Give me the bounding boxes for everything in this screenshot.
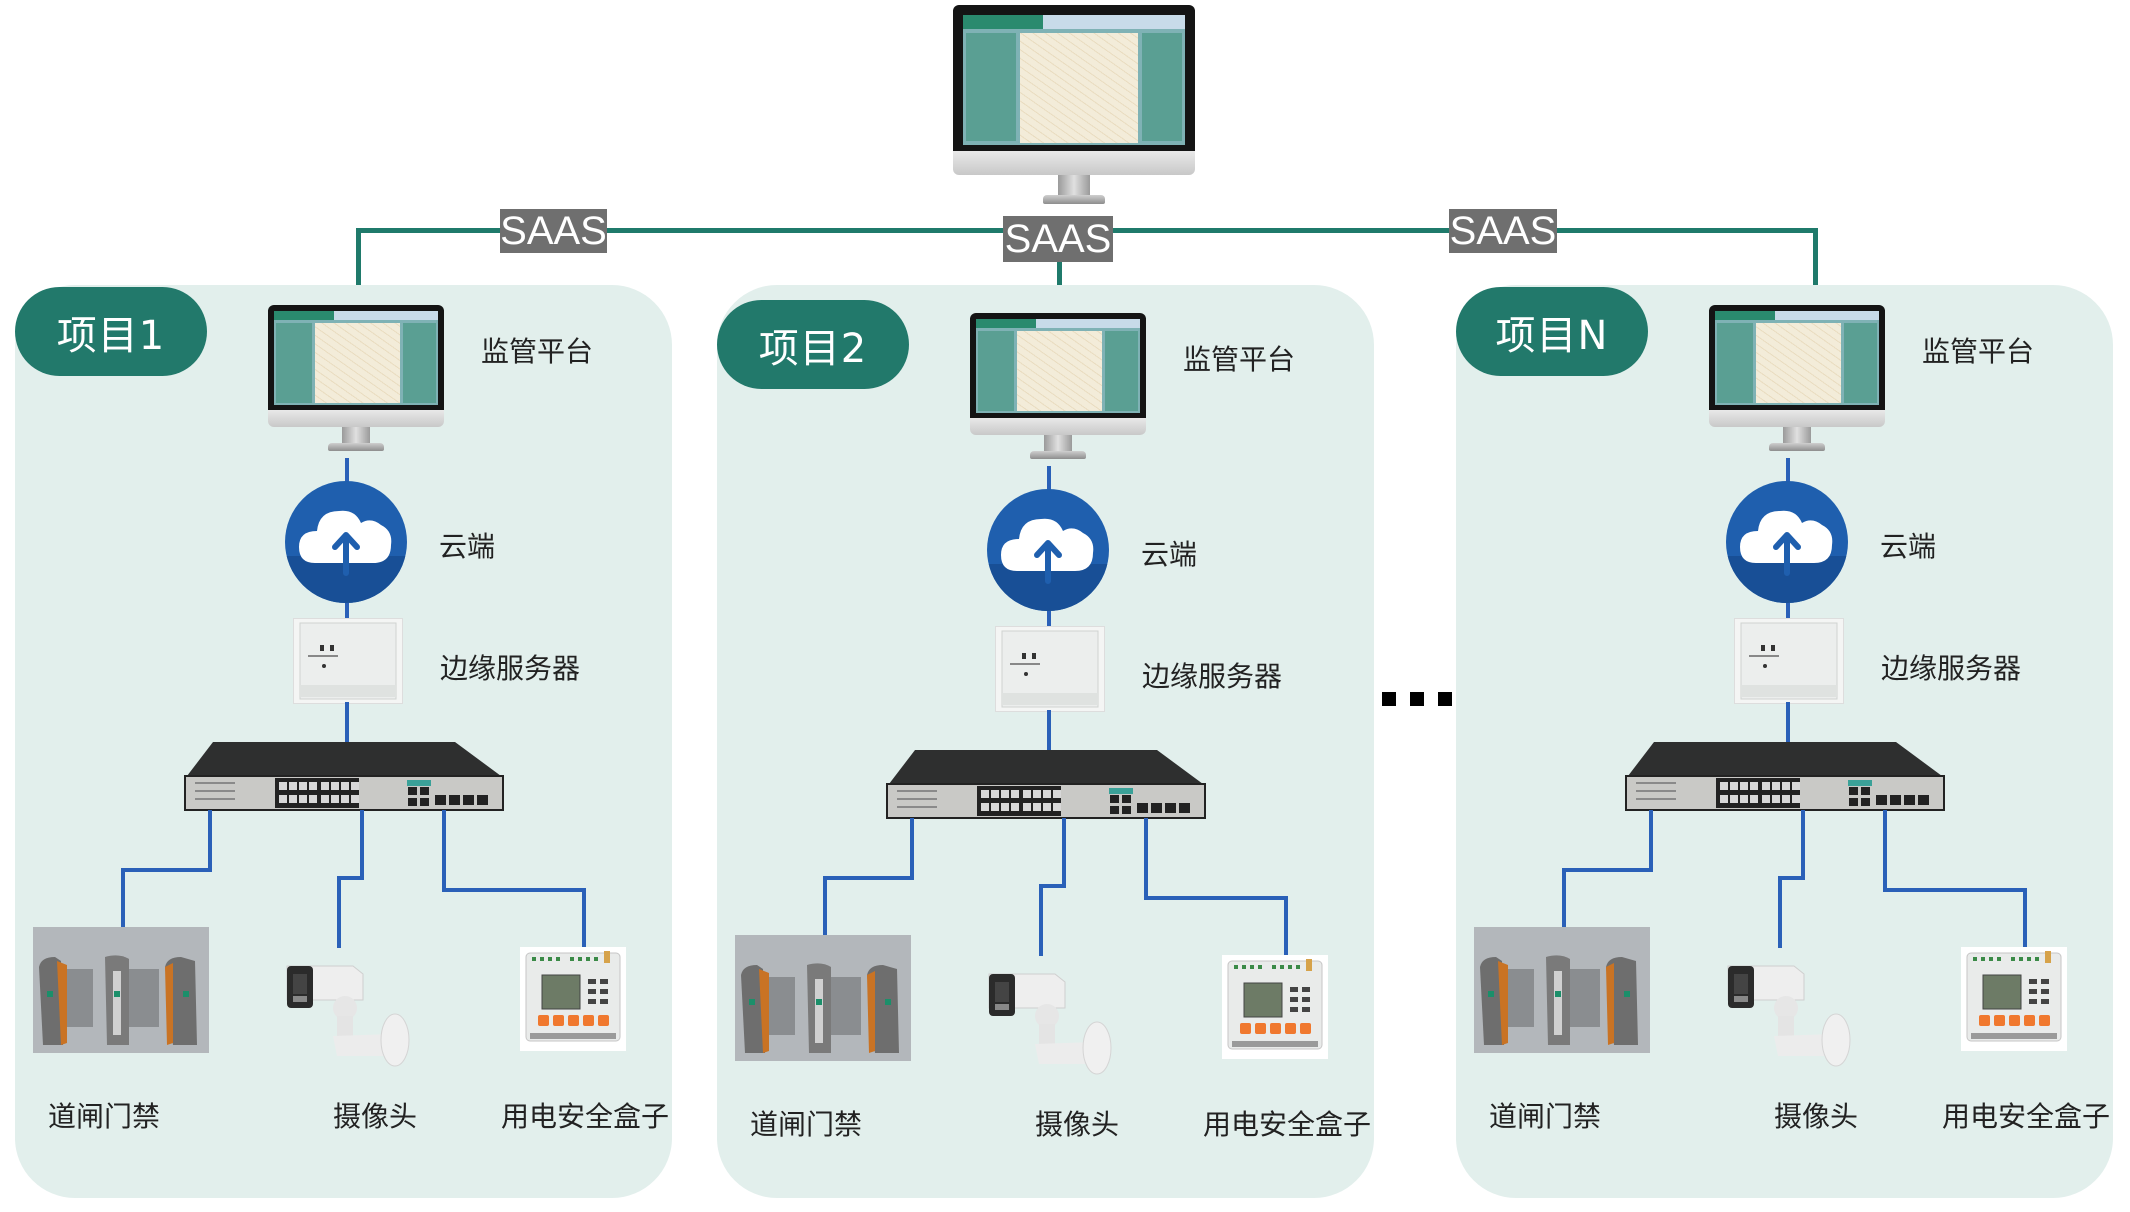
device-label-gate: 道闸门禁 (48, 1100, 161, 1133)
link-switch-gate-v (1562, 868, 1566, 928)
link-switch-camera-h (337, 876, 364, 880)
ellipsis-more-projects (1382, 692, 1452, 706)
link-switch-gate-h (823, 876, 914, 880)
platform-label: 监管平台 (1922, 335, 2035, 368)
network-switch-icon (183, 740, 505, 812)
ellipsis-dot (1438, 692, 1452, 706)
link-switch-camera-v (337, 876, 341, 948)
link-monitor-cloud (345, 458, 349, 482)
project-badge: 项目N (1456, 287, 1648, 376)
cloud-upload-icon (285, 481, 407, 603)
link-switch-gate-h (1562, 868, 1653, 872)
link-switch-gate-h (121, 868, 212, 872)
network-switch-icon (885, 748, 1207, 820)
turnstile-gate-icon (1474, 927, 1650, 1053)
saas-drop-line-2 (1057, 228, 1062, 310)
camera-icon (985, 968, 1125, 1078)
link-switch-camera (1062, 818, 1066, 888)
power-safety-box-icon (520, 947, 626, 1051)
project-badge: 项目1 (15, 287, 207, 376)
edge-server-icon (293, 618, 403, 704)
power-safety-box-icon (1961, 947, 2067, 1051)
saas-drop-line-n (1813, 228, 1818, 308)
device-label-gate: 道闸门禁 (750, 1108, 863, 1141)
link-monitor-cloud (1047, 466, 1051, 490)
edge-server-label: 边缘服务器 (1881, 652, 2022, 685)
link-switch-powerbox-h (1144, 896, 1288, 900)
edge-server-label: 边缘服务器 (1142, 660, 1283, 693)
device-label-gate: 道闸门禁 (1489, 1100, 1602, 1133)
cloud-upload-icon (987, 489, 1109, 611)
link-switch-powerbox (442, 810, 446, 892)
link-cloud-edge (1047, 611, 1051, 627)
link-switch-camera-v (1778, 876, 1782, 948)
link-switch-camera-v (1039, 884, 1043, 956)
network-switch-icon (1624, 740, 1946, 812)
central-monitor (953, 5, 1195, 210)
power-safety-box-icon (1222, 955, 1328, 1059)
project-badge: 项目2 (717, 300, 909, 389)
device-label-camera: 摄像头 (333, 1100, 418, 1133)
link-switch-camera-h (1039, 884, 1066, 888)
link-switch-gate (1649, 810, 1653, 872)
saas-label-2: SAAS (1003, 216, 1113, 262)
edge-server-icon (995, 626, 1105, 712)
link-switch-powerbox-v (1284, 896, 1288, 956)
device-label-powerbox: 用电安全盒子 (1203, 1108, 1372, 1141)
camera-icon (283, 960, 423, 1070)
cloud-label: 云端 (1880, 530, 1937, 563)
cloud-label: 云端 (1141, 538, 1198, 571)
device-label-camera: 摄像头 (1035, 1108, 1120, 1141)
link-edge-switch (1047, 710, 1051, 750)
link-switch-gate (910, 818, 914, 880)
platform-monitor-icon (970, 313, 1146, 463)
link-monitor-cloud (1786, 458, 1790, 482)
platform-label: 监管平台 (481, 335, 594, 368)
link-switch-camera (360, 810, 364, 880)
device-label-camera: 摄像头 (1774, 1100, 1859, 1133)
ellipsis-dot (1410, 692, 1424, 706)
central-monitor-screen (963, 15, 1185, 145)
link-edge-switch (1786, 702, 1790, 742)
turnstile-gate-icon (735, 935, 911, 1061)
link-switch-gate-v (823, 876, 827, 936)
saas-label-n: SAAS (1449, 208, 1557, 253)
camera-icon (1724, 960, 1864, 1070)
device-label-powerbox: 用电安全盒子 (501, 1100, 670, 1133)
platform-label: 监管平台 (1183, 343, 1296, 376)
link-switch-powerbox-h (442, 888, 586, 892)
link-switch-gate-v (121, 868, 125, 928)
cloud-label: 云端 (439, 530, 496, 563)
platform-monitor-icon (1709, 305, 1885, 455)
saas-label-1: SAAS (500, 208, 607, 253)
link-switch-powerbox-v (2023, 888, 2027, 948)
ellipsis-dot (1382, 692, 1396, 706)
link-edge-switch (345, 702, 349, 742)
saas-drop-line-1 (356, 228, 361, 308)
link-switch-powerbox (1883, 810, 1887, 892)
turnstile-gate-icon (33, 927, 209, 1053)
platform-monitor-icon (268, 305, 444, 455)
link-cloud-edge (345, 603, 349, 619)
link-switch-camera-h (1778, 876, 1805, 880)
link-switch-powerbox (1144, 818, 1148, 900)
cloud-upload-icon (1726, 481, 1848, 603)
link-switch-powerbox-h (1883, 888, 2027, 892)
link-switch-gate (208, 810, 212, 872)
edge-server-label: 边缘服务器 (440, 652, 581, 685)
edge-server-icon (1734, 618, 1844, 704)
link-switch-camera (1801, 810, 1805, 880)
link-cloud-edge (1786, 603, 1790, 619)
device-label-powerbox: 用电安全盒子 (1942, 1100, 2111, 1133)
link-switch-powerbox-v (582, 888, 586, 948)
